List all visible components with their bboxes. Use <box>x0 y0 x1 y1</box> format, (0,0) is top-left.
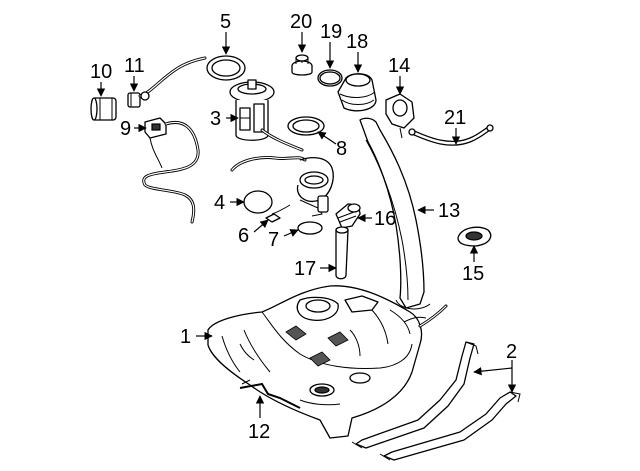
cap-seal-part <box>317 69 343 87</box>
callout-3: 3 <box>210 108 221 130</box>
callout-6: 6 <box>238 225 249 247</box>
leader-lines <box>96 32 517 418</box>
callout-8: 8 <box>336 138 347 160</box>
filler-tube-part <box>335 226 349 280</box>
filler-housing-part <box>385 93 415 139</box>
level-sender-part <box>230 156 334 217</box>
lock-ring-part <box>206 55 246 81</box>
callout-21: 21 <box>444 107 466 129</box>
grommet-part <box>337 73 377 112</box>
callout-15: 15 <box>462 263 484 285</box>
callout-19: 19 <box>320 21 342 43</box>
callout-17: 17 <box>294 258 316 280</box>
callout-5: 5 <box>220 11 231 33</box>
callout-11: 11 <box>124 55 145 77</box>
callout-20: 20 <box>290 11 312 33</box>
callout-18: 18 <box>346 31 368 53</box>
callout-9: 9 <box>120 118 131 140</box>
callout-2: 2 <box>506 341 517 363</box>
gasket-part <box>287 116 325 136</box>
callout-16: 16 <box>374 208 396 230</box>
elbow-hose-part <box>335 203 361 229</box>
callout-labels: 1 2 3 4 5 6 7 8 9 10 11 12 13 14 15 16 1… <box>90 11 517 443</box>
callout-13: 13 <box>438 200 460 222</box>
tank-straps-part <box>351 341 521 461</box>
fuel-filter-part <box>90 97 117 121</box>
callout-4: 4 <box>214 192 225 214</box>
clip-part <box>265 213 281 223</box>
fuel-line-clip-part <box>127 56 207 108</box>
filler-pipe-part <box>359 117 431 310</box>
fuel-pump-module-part <box>229 79 304 152</box>
callout-12: 12 <box>248 421 270 443</box>
callout-7: 7 <box>268 229 279 251</box>
filler-cap-part <box>291 54 313 76</box>
callout-1: 1 <box>180 326 191 348</box>
callout-14: 14 <box>388 55 410 77</box>
callout-10: 10 <box>90 61 112 83</box>
fuel-tank-part <box>207 285 448 439</box>
o-ring-part <box>297 221 323 235</box>
sensor-harness-part <box>142 117 200 224</box>
vent-hose-part <box>408 124 494 146</box>
tank-vent-line-part <box>239 379 301 409</box>
access-cover-part <box>457 226 492 247</box>
seal-ring-part <box>243 190 273 214</box>
